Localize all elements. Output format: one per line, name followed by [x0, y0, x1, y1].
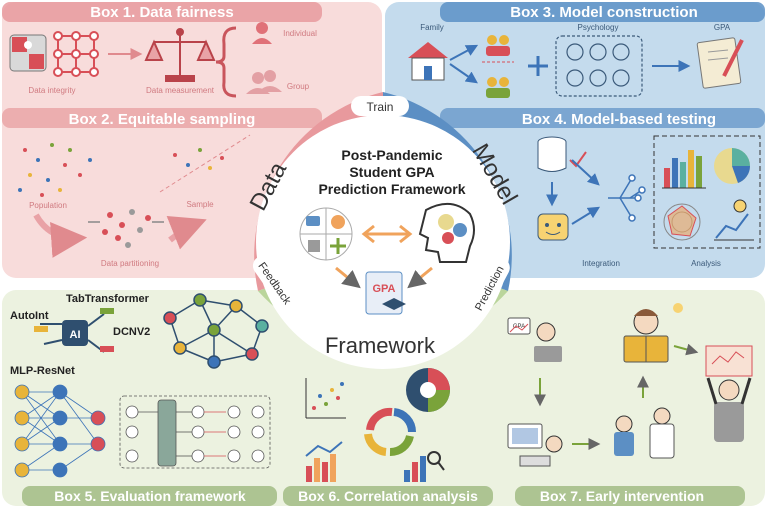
- integration-label: Integration: [582, 259, 620, 268]
- individual-label: Individual: [283, 29, 317, 38]
- box6-title: Box 6. Correlation analysis: [298, 488, 478, 504]
- radar-chart-icon: [664, 204, 700, 240]
- box7-title: Box 7. Early intervention: [540, 488, 704, 504]
- gpa-label-box3: GPA: [714, 23, 731, 32]
- sample-label: Sample: [186, 200, 214, 209]
- psychology-label: Psychology: [578, 23, 619, 32]
- box2-title: Box 2. Equitable sampling: [69, 111, 256, 128]
- mlp-resnet-label: MLP-ResNet: [10, 365, 75, 377]
- pie-chart-icon: [714, 148, 750, 184]
- pen-paper-icon: [697, 38, 742, 89]
- data-integrity-label: Data integrity: [28, 86, 75, 95]
- dcnv2-label: DCNV2: [113, 326, 150, 338]
- ring-label-framework: Framework: [325, 333, 436, 358]
- population-label: Population: [29, 201, 67, 210]
- gpa-document-icon: GPA: [366, 272, 406, 314]
- center-title-line3: Prediction Framework: [318, 181, 465, 197]
- database-icon: [538, 137, 566, 172]
- box3-title: Box 3. Model construction: [510, 4, 698, 21]
- train-label: Train: [367, 100, 394, 114]
- box4-title: Box 4. Model-based testing: [522, 111, 716, 128]
- robot-icon: [538, 214, 568, 240]
- autoint-label: AutoInt: [10, 310, 49, 322]
- ai-label: AI: [70, 329, 81, 341]
- analysis-label: Analysis: [691, 259, 721, 268]
- box5-title: Box 5. Evaluation framework: [54, 488, 246, 504]
- family-label: Family: [420, 23, 444, 32]
- train-badge: Train: [351, 96, 409, 116]
- data-quadrant-icon: [300, 208, 352, 260]
- tabtransformer-label: TabTransformer: [66, 293, 150, 305]
- center-title-line2: Student GPA: [349, 164, 434, 180]
- center-title-line1: Post-Pandemic: [341, 147, 442, 163]
- target-pie-icon: [406, 368, 450, 412]
- box1-title: Box 1. Data fairness: [90, 4, 233, 21]
- group-label: Group: [287, 82, 310, 91]
- puzzle-icon: [10, 35, 46, 71]
- network-grid-icon: [54, 32, 98, 76]
- data-measurement-label: Data measurement: [146, 86, 215, 95]
- gpa-doc-label: GPA: [372, 283, 395, 295]
- data-partitioning-label: Data partitioning: [101, 259, 159, 268]
